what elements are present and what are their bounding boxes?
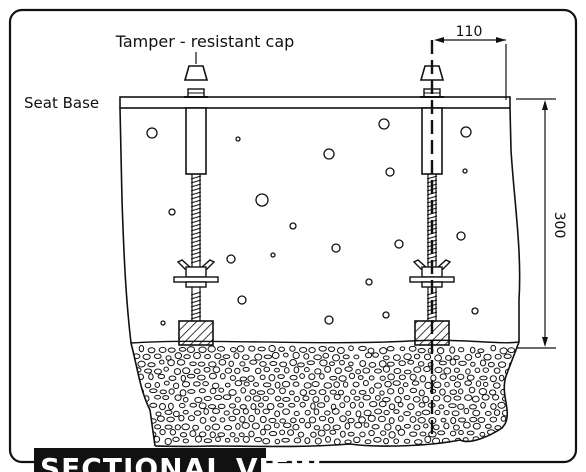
left-washer: [184, 96, 208, 98]
right-washer: [420, 96, 444, 98]
seat-base-plank: [119, 96, 511, 109]
cap-label: Tamper - resistant cap: [115, 32, 295, 51]
gravel-layer: [132, 344, 519, 446]
section-title-banner: [34, 448, 266, 472]
left-footing-block: [178, 320, 214, 346]
left-threaded-rod: [190, 174, 202, 321]
dimension-depth: [516, 98, 556, 349]
dimension-offset: [434, 37, 507, 100]
dimension-depth-label: 300: [551, 212, 567, 239]
section-title: SECTIONAL VIEW: [40, 452, 322, 472]
dimension-offset-label: 110: [456, 24, 483, 40]
outer-frame: [8, 8, 578, 464]
concrete-block-right-edge: [154, 107, 521, 448]
seat-base-label: Seat Base: [24, 94, 99, 112]
left-tamper-cap: [183, 65, 209, 81]
concrete-bubbles: [146, 118, 479, 326]
concrete-block-outline: [119, 107, 156, 447]
right-anchor-assembly: [409, 40, 455, 440]
left-wing-nut: [173, 259, 219, 288]
left-sleeve: [185, 107, 207, 175]
left-anchor-assembly: [173, 52, 219, 346]
